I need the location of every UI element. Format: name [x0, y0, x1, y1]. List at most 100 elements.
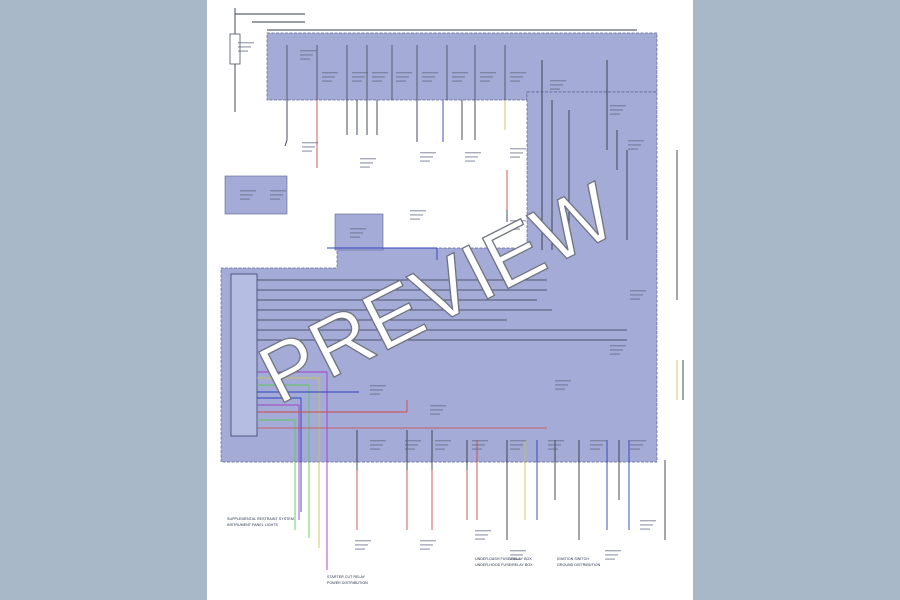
fuse-holder: [229, 33, 241, 65]
label-text: [420, 160, 430, 162]
label-text: [360, 158, 376, 160]
label-text: [410, 218, 420, 220]
label-text: [510, 224, 523, 226]
label-text: [452, 80, 462, 82]
label-text: [396, 72, 412, 74]
label-text: [372, 76, 385, 78]
label-text: [396, 76, 409, 78]
label-text: [472, 448, 482, 450]
label-text: [475, 538, 485, 540]
label-text: [355, 544, 368, 546]
label-text: [300, 50, 316, 52]
label-text: [396, 80, 406, 82]
label-text: [420, 152, 436, 154]
label-text: [610, 353, 620, 355]
label-text: [302, 142, 318, 144]
label-text: [510, 72, 526, 74]
legend-note-4: POWER DISTRIBUTION: [327, 581, 368, 585]
label-text: [420, 544, 433, 546]
label-text: [510, 152, 523, 154]
label-text: [510, 550, 526, 552]
label-text: [430, 405, 446, 407]
legend-note-6: GROUND DISTRIBUTION: [557, 563, 601, 567]
under-dash-fuse-box: [220, 91, 658, 463]
under-hood-fuse-box: [266, 32, 658, 101]
label-text: [355, 540, 371, 542]
label-text: [422, 76, 435, 78]
label-text: [370, 389, 383, 391]
label-text: [475, 534, 488, 536]
label-text: [435, 448, 445, 450]
pcm-connector-block: [230, 273, 258, 437]
legend-note-7: SUPPLEMENTAL RESTRAINT SYSTEM: [227, 517, 294, 521]
label-text: [422, 80, 432, 82]
label-text: [610, 113, 620, 115]
legend-note-5: IGNITION SWITCH: [557, 557, 589, 561]
label-text: [510, 558, 520, 560]
label-text: [435, 440, 451, 442]
label-text: [322, 80, 332, 82]
wire: [284, 139, 288, 147]
label-text: [270, 198, 280, 200]
label-text: [370, 448, 380, 450]
label-text: [472, 440, 488, 442]
label-text: [352, 76, 365, 78]
label-text: [300, 58, 310, 60]
label-text: [410, 214, 423, 216]
label-text: [605, 550, 621, 552]
label-text: [360, 166, 370, 168]
label-text: [510, 448, 520, 450]
label-text: [352, 80, 362, 82]
label-text: [372, 72, 388, 74]
label-text: [630, 444, 643, 446]
label-text: [465, 152, 481, 154]
label-text: [628, 140, 644, 142]
label-text: [420, 156, 433, 158]
label-text: [630, 294, 643, 296]
label-text: [430, 409, 443, 411]
label-text: [628, 144, 641, 146]
label-text: [240, 198, 250, 200]
legend-note-1: UNDER-DASH FUSE/RELAY BOX: [475, 557, 532, 561]
label-text: [350, 228, 366, 230]
wiring-diagram: UNDER-DASH FUSE/RELAY BOX UNDER-HOOD FUS…: [220, 8, 684, 585]
label-text: [405, 444, 418, 446]
label-text: [405, 448, 415, 450]
label-text: [640, 520, 656, 522]
label-text: [240, 194, 253, 196]
label-text: [548, 440, 564, 442]
label-text: [510, 148, 526, 150]
label-text: [302, 146, 315, 148]
label-text: [550, 88, 560, 90]
label-text: [628, 148, 638, 150]
label-text: [238, 50, 248, 52]
label-text: [590, 444, 603, 446]
label-text: [240, 190, 256, 192]
label-text: [405, 440, 421, 442]
label-text: [452, 72, 468, 74]
wiring-diagram-sheet: UNDER-DASH FUSE/RELAY BOX UNDER-HOOD FUS…: [207, 0, 693, 600]
label-text: [610, 345, 626, 347]
label-text: [630, 440, 646, 442]
label-text: [238, 46, 251, 48]
label-text: [605, 558, 615, 560]
label-text: [372, 80, 382, 82]
label-text: [370, 385, 386, 387]
label-text: [472, 444, 485, 446]
label-text: [420, 548, 430, 550]
label-text: [510, 554, 523, 556]
label-text: [370, 444, 383, 446]
label-text: [510, 220, 526, 222]
label-text: [610, 349, 623, 351]
label-text: [420, 540, 436, 542]
label-text: [590, 440, 606, 442]
label-text: [238, 42, 254, 44]
label-text: [422, 72, 438, 74]
label-text: [430, 413, 440, 415]
label-text: [370, 393, 380, 395]
label-text: [630, 448, 640, 450]
label-text: [465, 160, 475, 162]
label-text: [555, 380, 571, 382]
label-text: [360, 162, 373, 164]
label-text: [300, 54, 313, 56]
